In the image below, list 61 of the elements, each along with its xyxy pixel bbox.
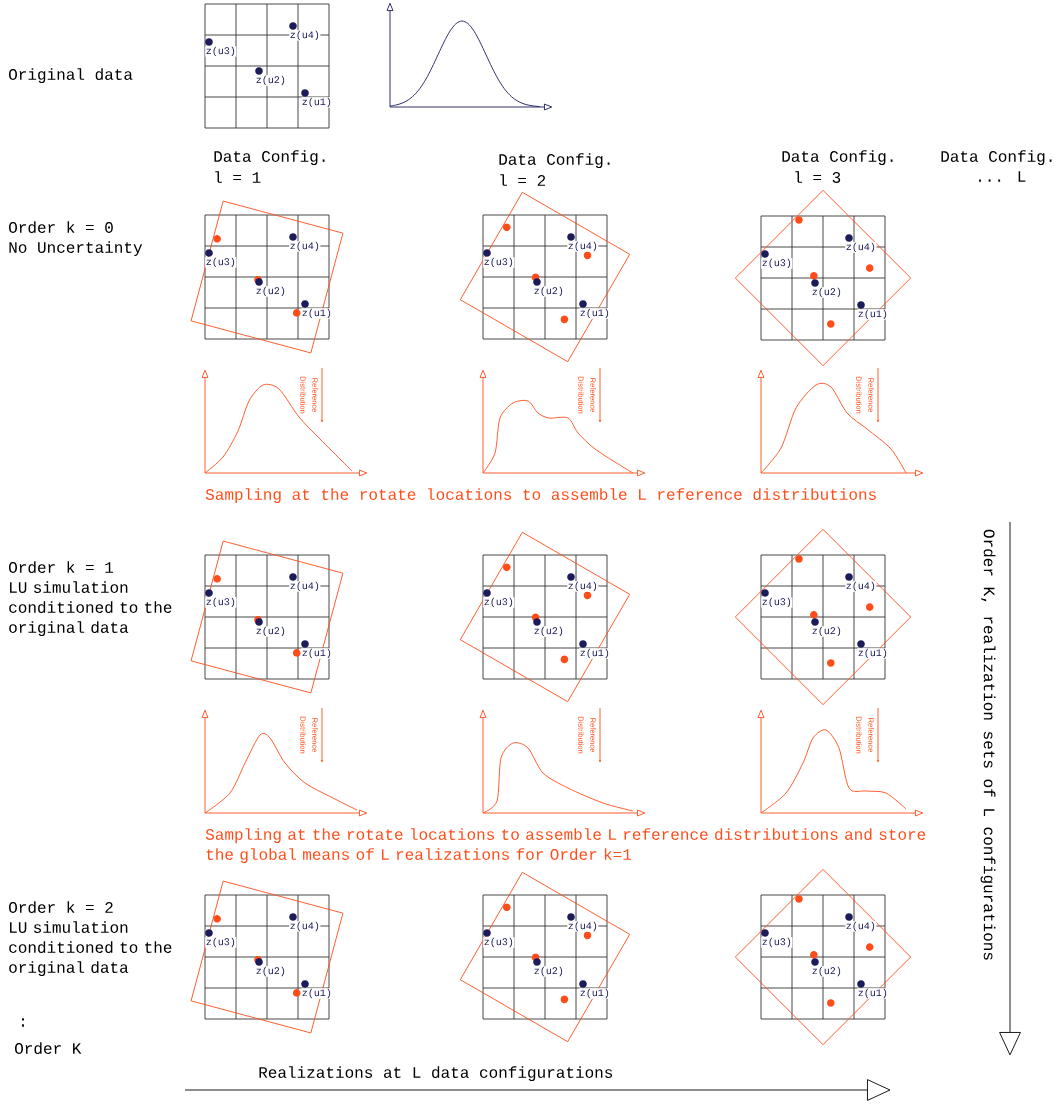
row-label: Order k = 2 <box>9 901 113 913</box>
point-label: z(u4) <box>567 581 599 592</box>
point-label: z(u1) <box>301 648 333 659</box>
row-label: Order K <box>15 1042 82 1054</box>
column-heading: Data Config. <box>214 150 325 166</box>
point-label: z(u1) <box>857 988 889 999</box>
row-label: No Uncertainty <box>9 241 143 257</box>
column-heading: ... L <box>979 171 1026 182</box>
column-heading: l = 3 <box>795 171 841 183</box>
column-heading: Data Config. <box>941 150 1052 166</box>
point-label: z(u2) <box>533 966 565 977</box>
point-label: z(u3) <box>761 258 793 269</box>
point-label: z(u4) <box>845 921 877 932</box>
point-label: z(u3) <box>205 937 237 948</box>
row-label: LU simulation conditioned to the original data <box>9 921 172 977</box>
row-label: Order k = 0 <box>9 221 113 233</box>
column-heading: l = 1 <box>215 171 261 183</box>
point-label: z(u2) <box>255 626 287 637</box>
point-label: z(u3) <box>205 257 237 268</box>
point-label: z(u1) <box>301 308 333 319</box>
point-label: z(u3) <box>761 937 793 948</box>
row-label: : <box>22 1018 24 1027</box>
row-label: Original data <box>9 68 133 84</box>
point-label: z(u3) <box>205 46 237 57</box>
point-label: z(u4) <box>567 921 599 932</box>
axis-label: Realizations at L data configurations <box>259 1066 613 1082</box>
point-label: z(u2) <box>811 626 843 637</box>
point-label: z(u3) <box>483 257 515 268</box>
axis-label: Order K, realization sets of L configurations <box>980 529 996 960</box>
point-label: z(u4) <box>289 30 321 41</box>
note-text: Sampling at the rotate locations to assemble L reference distributions and store the global means of L realizations for Order k=1 <box>205 828 926 864</box>
point-label: z(u2) <box>533 626 565 637</box>
point-label: z(u1) <box>857 309 889 320</box>
point-label: z(u3) <box>483 937 515 948</box>
point-label: z(u1) <box>857 648 889 659</box>
point-label: z(u3) <box>205 597 237 608</box>
point-label: z(u1) <box>579 308 611 319</box>
column-heading: Data Config. <box>499 153 610 169</box>
point-label: z(u2) <box>811 287 843 298</box>
point-label: z(u2) <box>255 966 287 977</box>
point-label: z(u2) <box>255 75 287 86</box>
note-text: Sampling at the rotate locations to assemble L reference distributions <box>205 488 876 504</box>
point-label: z(u4) <box>567 241 599 252</box>
point-label: z(u4) <box>289 241 321 252</box>
point-label: z(u2) <box>811 966 843 977</box>
row-label: LU simulation conditioned to the original data <box>9 581 172 637</box>
point-label: z(u4) <box>845 242 877 253</box>
point-label: z(u1) <box>301 97 333 108</box>
point-label: z(u3) <box>761 597 793 608</box>
point-label: z(u4) <box>289 921 321 932</box>
point-label: z(u2) <box>533 286 565 297</box>
row-label: Order k = 1 <box>9 561 114 573</box>
column-heading: Data Config. <box>782 150 893 166</box>
column-heading: l = 2 <box>500 174 546 186</box>
point-label: z(u4) <box>845 581 877 592</box>
point-label: z(u1) <box>579 648 611 659</box>
point-label: z(u1) <box>579 988 611 999</box>
point-label: z(u4) <box>289 581 321 592</box>
point-label: z(u1) <box>301 988 333 999</box>
point-label: z(u2) <box>255 286 287 297</box>
point-label: z(u3) <box>483 597 515 608</box>
